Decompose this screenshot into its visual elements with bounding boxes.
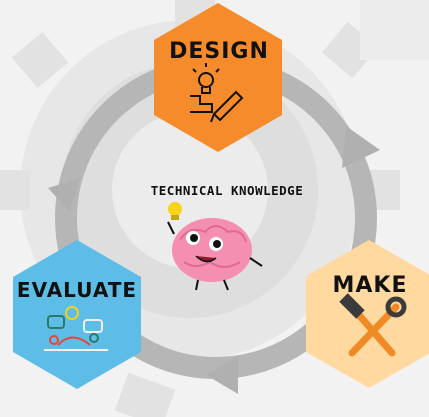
cycle-arrowhead-right (342, 126, 380, 168)
evaluate-label: EVALUATE (17, 278, 137, 302)
brain-character-with-lightbulb (167, 202, 263, 291)
make-label: MAKE (333, 273, 408, 298)
stage-make: MAKE (306, 240, 429, 388)
center-node: TECHNICAL KNOWLEDGE (151, 183, 304, 291)
cycle-arrowhead-bottom (206, 356, 238, 394)
people-discussion-icon (44, 306, 108, 351)
make-hexagon (306, 240, 429, 388)
technical-knowledge-title: TECHNICAL KNOWLEDGE (151, 183, 304, 198)
stage-evaluate: EVALUATE (13, 240, 141, 389)
hammer-and-wrench-icon (339, 293, 407, 357)
cycle-arrowhead-left (48, 178, 80, 212)
stage-design: DESIGN (154, 3, 282, 152)
lightbulb-icon (168, 202, 182, 216)
design-hexagon (154, 3, 282, 152)
lightbulb-and-pencil-icon (190, 63, 244, 123)
design-label: DESIGN (169, 39, 269, 64)
